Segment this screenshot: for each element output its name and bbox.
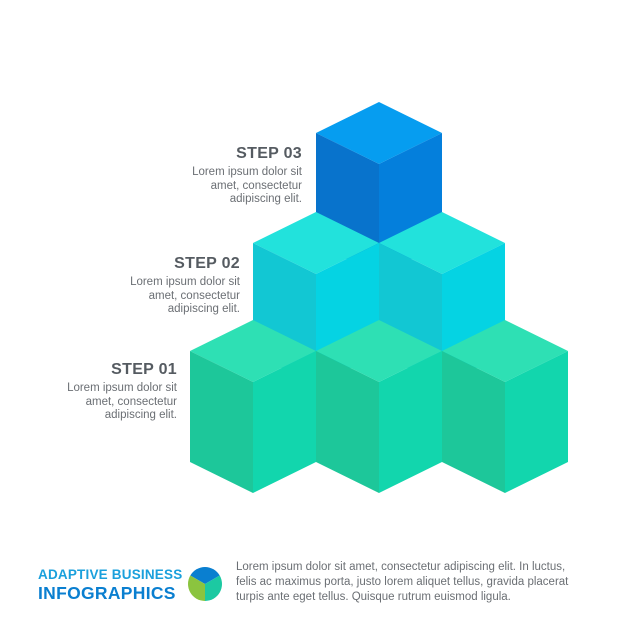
- step-01-description: Lorem ipsum dolor sit amet, consectetur …: [67, 382, 177, 423]
- cube-step-01-center: [316, 320, 442, 493]
- step-02-line: adipiscing elit.: [167, 303, 240, 315]
- cube-right-face: [379, 351, 442, 493]
- step-01-line: Lorem ipsum dolor sit: [67, 382, 177, 394]
- footer-line: Lorem ipsum dolor sit amet, consectetur …: [236, 561, 566, 573]
- step-01-line: adipiscing elit.: [104, 409, 177, 421]
- step-02: STEP 02 Lorem ipsum dolor sit amet, cons…: [130, 255, 240, 317]
- step-02-line: amet, consectetur: [148, 289, 240, 302]
- step-03-line: adipiscing elit.: [229, 193, 302, 205]
- cube-step-01-right: [442, 320, 568, 493]
- pie-slice: [188, 575, 205, 601]
- cube-left-face: [316, 351, 379, 493]
- pie-logo-icon: [188, 567, 222, 601]
- cube-right-face: [505, 351, 568, 493]
- step-03-description: Lorem ipsum dolor sit amet, consectetur …: [192, 166, 302, 207]
- step-03-line: amet, consectetur: [210, 179, 302, 192]
- step-01-line: amet, consectetur: [85, 395, 177, 408]
- step-03: STEP 03 Lorem ipsum dolor sit amet, cons…: [192, 145, 302, 207]
- step-03-title: STEP 03: [236, 145, 302, 162]
- footer-description: Lorem ipsum dolor sit amet, consectetur …: [236, 560, 606, 605]
- cube-right-face: [253, 351, 316, 493]
- pie-slice: [205, 575, 222, 601]
- step-03-line: Lorem ipsum dolor sit: [192, 166, 302, 178]
- step-01: STEP 01 Lorem ipsum dolor sit amet, cons…: [67, 361, 177, 423]
- footer-line: felis ac maximus porta, justo lorem aliq…: [236, 576, 569, 588]
- step-02-title: STEP 02: [174, 255, 240, 272]
- step-02-description: Lorem ipsum dolor sit amet, consectetur …: [130, 276, 240, 317]
- step-01-title: STEP 01: [111, 361, 177, 378]
- brand-line-2: INFOGRAPHICS: [38, 583, 176, 603]
- step-02-line: Lorem ipsum dolor sit: [130, 276, 240, 288]
- cube-left-face: [442, 351, 505, 493]
- cube-left-face: [190, 351, 253, 493]
- footer-line: turpis ante eget tellus. Quisque rutrum …: [236, 591, 511, 603]
- pie-slice: [190, 567, 220, 584]
- brand-line-1: ADAPTIVE BUSINESS: [38, 567, 183, 582]
- cube-step-01-left: [190, 320, 316, 493]
- brand-title: ADAPTIVE BUSINESS INFOGRAPHICS: [38, 567, 182, 603]
